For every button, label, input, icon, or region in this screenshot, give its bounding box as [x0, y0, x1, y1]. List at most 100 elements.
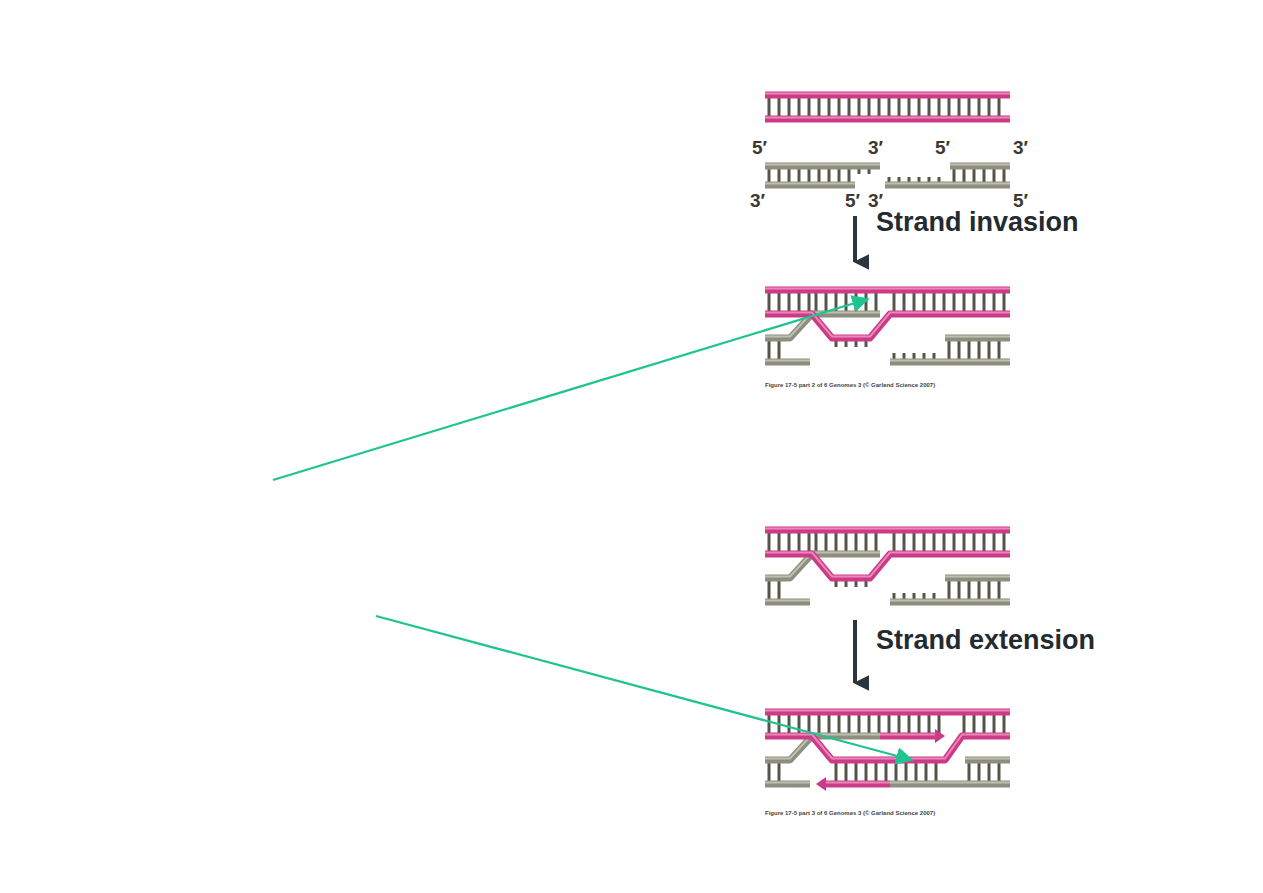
- strand: [945, 575, 1010, 582]
- base-pair: [788, 290, 791, 314]
- base-pair: [788, 95, 791, 119]
- base-pair: [768, 712, 771, 736]
- base-pair: [865, 290, 868, 314]
- base-pair: [768, 290, 771, 314]
- base-pair: [858, 712, 861, 736]
- strand-highlight: [765, 93, 1010, 95]
- step-title: Strand invasion: [876, 208, 1079, 238]
- strand: [765, 314, 1010, 338]
- strand: [765, 92, 1010, 99]
- base-pair: [923, 290, 926, 314]
- base-pair: [993, 712, 996, 736]
- base-pair: [958, 338, 961, 362]
- end-label: 5′: [845, 191, 860, 212]
- base-pair: [768, 530, 771, 554]
- base-pair: [978, 95, 981, 119]
- base-pair: [983, 712, 986, 736]
- base-pair: [808, 95, 811, 119]
- strand: [765, 554, 1010, 578]
- base-pair: [913, 290, 916, 314]
- strand-highlight: [765, 117, 1010, 119]
- base-pair: [838, 712, 841, 736]
- base-pair: [868, 95, 871, 119]
- base-pair: [835, 530, 838, 554]
- strand-highlight: [765, 164, 880, 166]
- base-pair: [993, 290, 996, 314]
- base-pair: [838, 95, 841, 119]
- strand: [765, 781, 810, 788]
- base-pair: [943, 530, 946, 554]
- strand-highlight: [765, 553, 1010, 577]
- leader-arrow: [376, 616, 912, 760]
- base-pair: [845, 760, 848, 784]
- extension-head: [816, 777, 826, 791]
- base-pair: [1003, 712, 1006, 736]
- base-pair: [898, 712, 901, 736]
- base-pair: [878, 95, 881, 119]
- base-pair: [948, 338, 951, 362]
- base-pair: [963, 290, 966, 314]
- base-pair: [928, 712, 931, 736]
- base-pair: [998, 760, 1001, 784]
- base-pair: [798, 712, 801, 736]
- base-pair: [815, 290, 818, 314]
- base-pair: [798, 290, 801, 314]
- base-pair: [1003, 290, 1006, 314]
- base-pair: [875, 760, 878, 784]
- base-pair: [908, 95, 911, 119]
- base-pair: [948, 95, 951, 119]
- base-pair: [865, 530, 868, 554]
- end-label: 3′: [868, 138, 883, 159]
- base-pair: [933, 530, 936, 554]
- base-pair: [918, 95, 921, 119]
- base-pair: [928, 95, 931, 119]
- base-pair: [978, 760, 981, 784]
- step-arrow: [853, 216, 857, 262]
- base-pair: [968, 760, 971, 784]
- base-pair: [858, 95, 861, 119]
- strand-highlight: [765, 288, 1010, 290]
- base-pair: [918, 712, 921, 736]
- base-pair: [923, 530, 926, 554]
- strand-highlight: [885, 183, 1010, 185]
- base-pair: [973, 712, 976, 736]
- base-pair: [1003, 530, 1006, 554]
- strand-highlight: [765, 313, 1010, 337]
- base-pair: [778, 95, 781, 119]
- base-pair: [913, 530, 916, 554]
- base-pair: [845, 290, 848, 314]
- base-pair: [798, 530, 801, 554]
- strand: [826, 781, 890, 788]
- base-pair: [828, 712, 831, 736]
- strand: [890, 599, 1010, 606]
- strand: [890, 359, 1010, 366]
- base-pair: [988, 95, 991, 119]
- strand-highlight: [765, 710, 1010, 712]
- base-pair: [815, 530, 818, 554]
- base-pair: [988, 338, 991, 362]
- strand: [765, 709, 1010, 716]
- base-pair: [768, 95, 771, 119]
- base-pair: [903, 530, 906, 554]
- base-pair: [898, 95, 901, 119]
- strand: [765, 287, 1010, 294]
- figure-credit: Figure 17-5 part 3 of 6 Genomes 3 (© Gar…: [765, 810, 935, 817]
- base-pair: [788, 530, 791, 554]
- strand: [765, 116, 1010, 123]
- strand-highlight: [765, 735, 1010, 759]
- strand-highlight: [765, 528, 1010, 530]
- base-pair: [818, 95, 821, 119]
- step-arrow: [853, 620, 857, 683]
- strand-highlight: [965, 758, 1010, 760]
- base-pair: [998, 578, 1001, 602]
- leader-arrow: [273, 299, 868, 480]
- base-pair: [983, 530, 986, 554]
- base-pair: [908, 712, 911, 736]
- base-pair: [888, 712, 891, 736]
- strand: [945, 335, 1010, 342]
- base-pair: [808, 290, 811, 314]
- base-pair: [973, 530, 976, 554]
- figure-credit: Figure 17-5 part 2 of 6 Genomes 3 (© Gar…: [765, 382, 935, 389]
- base-pair: [878, 712, 881, 736]
